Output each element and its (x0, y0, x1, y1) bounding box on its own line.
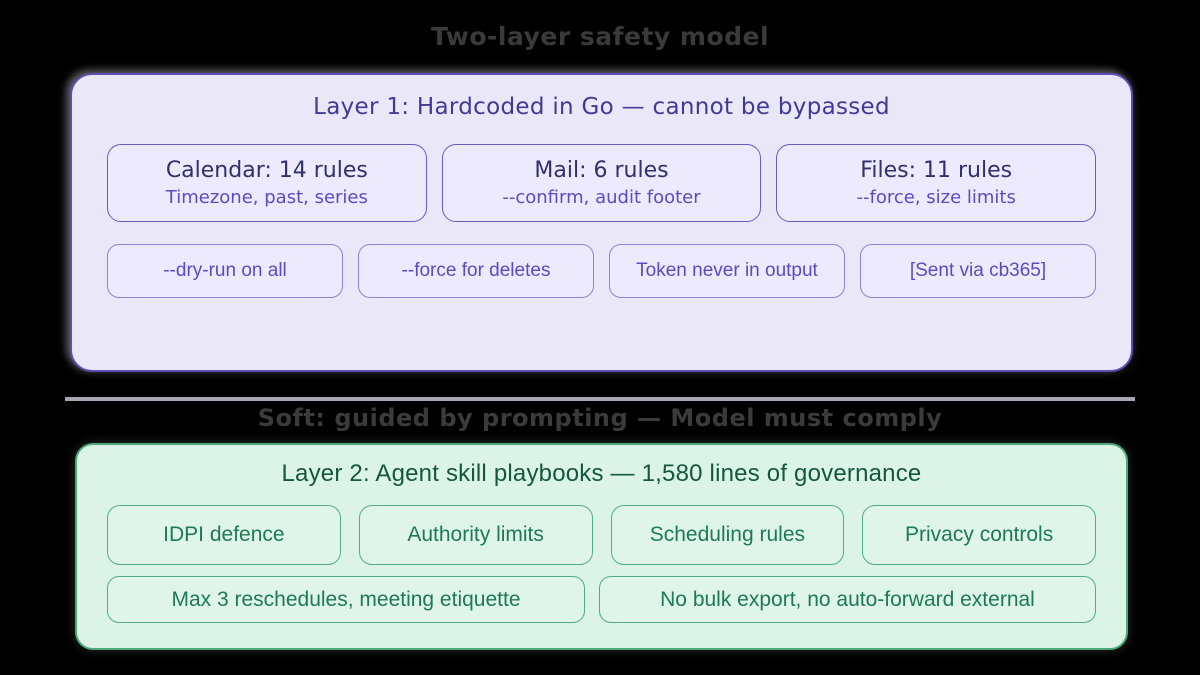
layer2-panel: Layer 2: Agent skill playbooks — 1,580 l… (75, 443, 1128, 650)
force-deletes-pill: --force for deletes (358, 244, 594, 298)
section-divider-caption: Soft: guided by prompting — Model must c… (257, 404, 943, 432)
authority-limits-card: Authority limits (358, 505, 593, 565)
mail-rules-subtitle: --confirm, audit footer (502, 187, 701, 208)
layer1-panel: Layer 1: Hardcoded in Go — cannot be byp… (70, 73, 1133, 372)
layer2-cards-row: IDPI defence Authority limits Scheduling… (77, 505, 1126, 565)
layer1-cards-row: Calendar: 14 rules Timezone, past, serie… (72, 144, 1131, 222)
layer1-pills-row: --dry-run on all --force for deletes Tok… (72, 244, 1131, 298)
bulk-export-card: No bulk export, no auto-forward external (599, 576, 1096, 623)
calendar-rules-title: Calendar: 14 rules (165, 158, 368, 183)
mail-rules-card: Mail: 6 rules --confirm, audit footer (441, 144, 762, 222)
mail-rules-title: Mail: 6 rules (534, 158, 669, 183)
layer2-wide-row: Max 3 reschedules, meeting etiquette No … (77, 576, 1126, 623)
calendar-rules-card: Calendar: 14 rules Timezone, past, serie… (107, 144, 427, 222)
scheduling-rules-card: Scheduling rules (610, 505, 845, 565)
page-title: Two-layer safety model (430, 22, 770, 51)
files-rules-card: Files: 11 rules --force, size limits (776, 144, 1097, 222)
files-rules-subtitle: --force, size limits (856, 187, 1016, 208)
layer2-title: Layer 2: Agent skill playbooks — 1,580 l… (281, 460, 922, 487)
section-divider-rule (65, 397, 1135, 401)
calendar-rules-subtitle: Timezone, past, series (165, 187, 368, 208)
reschedules-etiquette-card: Max 3 reschedules, meeting etiquette (107, 576, 585, 623)
privacy-controls-card: Privacy controls (862, 505, 1096, 565)
idpi-defence-card: IDPI defence (107, 505, 341, 565)
sent-via-pill: [Sent via cb365] (860, 244, 1096, 298)
dry-run-pill: --dry-run on all (107, 244, 343, 298)
files-rules-title: Files: 11 rules (860, 158, 1013, 183)
token-output-pill: Token never in output (609, 244, 845, 298)
layer1-title: Layer 1: Hardcoded in Go — cannot be byp… (313, 94, 890, 120)
